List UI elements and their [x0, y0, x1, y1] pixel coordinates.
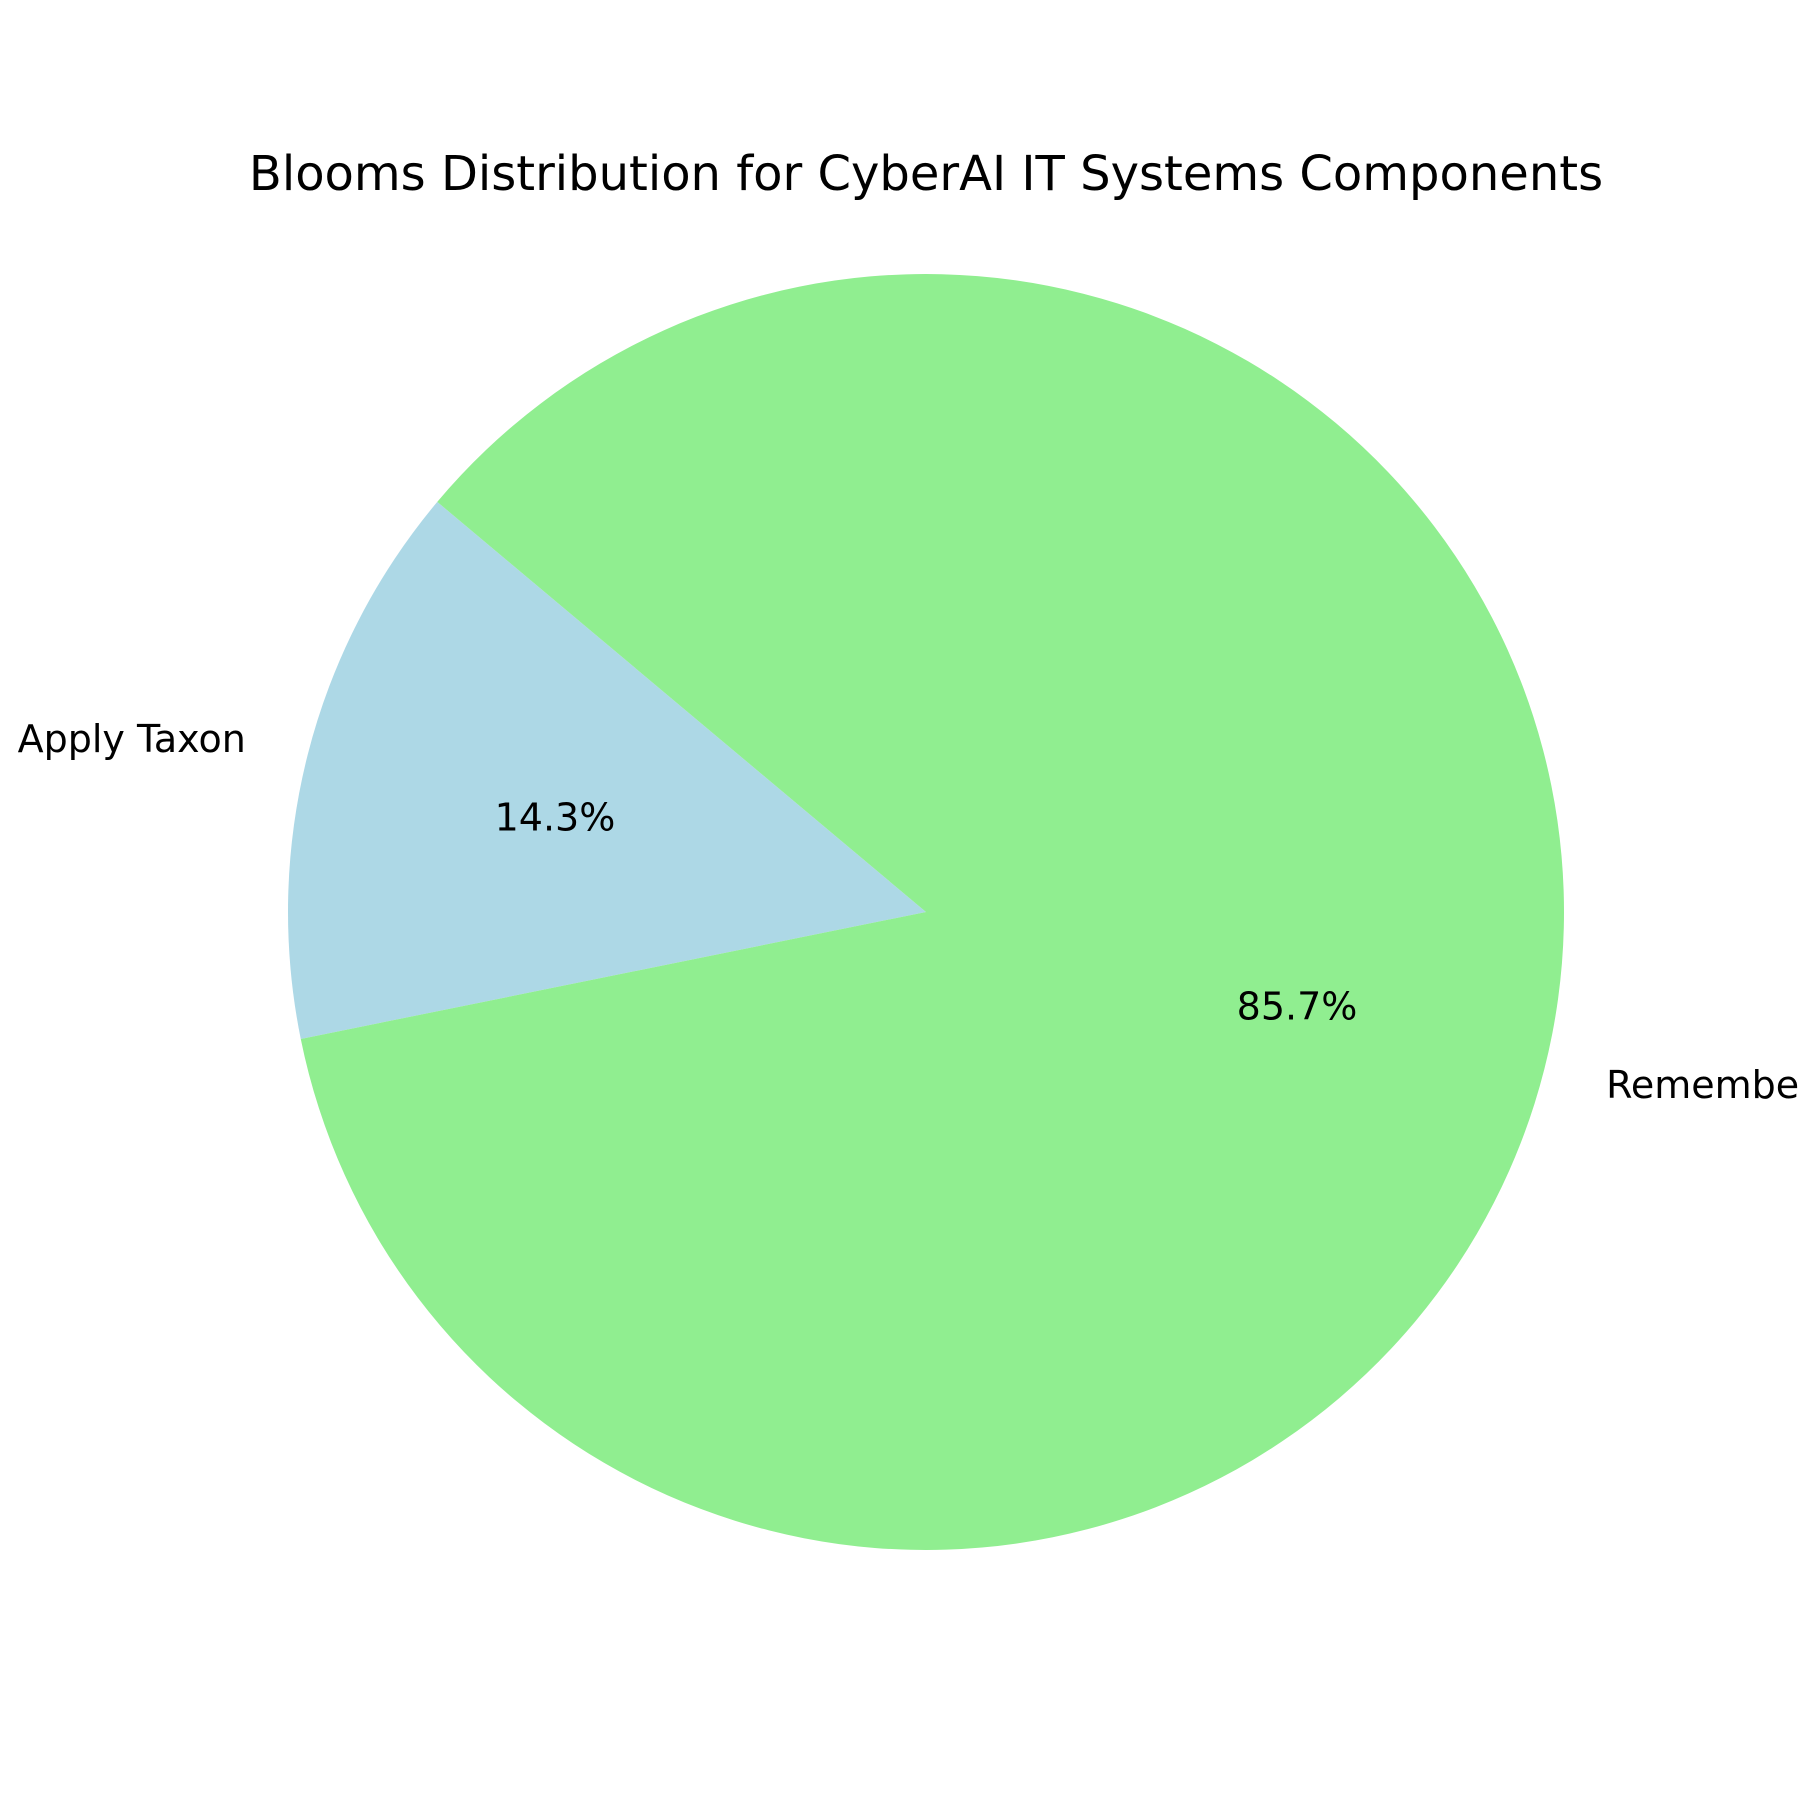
slice-label-apply-taxon: Apply Taxon	[18, 717, 246, 761]
pie-slice-apply-taxon	[287, 501, 926, 1039]
slice-label-remember-taxon: Remember Taxon	[1606, 1063, 1800, 1107]
pie-labels: 14.3% Apply Taxon 85.7% Remember Taxon	[18, 717, 1800, 1107]
pie-slice-remember-taxon	[300, 274, 1564, 1551]
chart-title: Blooms Distribution for CyberAI IT Syste…	[249, 146, 1603, 202]
pie-slices	[287, 274, 1564, 1551]
pct-label-remember-taxon: 85.7%	[1237, 984, 1358, 1028]
pct-label-apply-taxon: 14.3%	[495, 796, 616, 840]
